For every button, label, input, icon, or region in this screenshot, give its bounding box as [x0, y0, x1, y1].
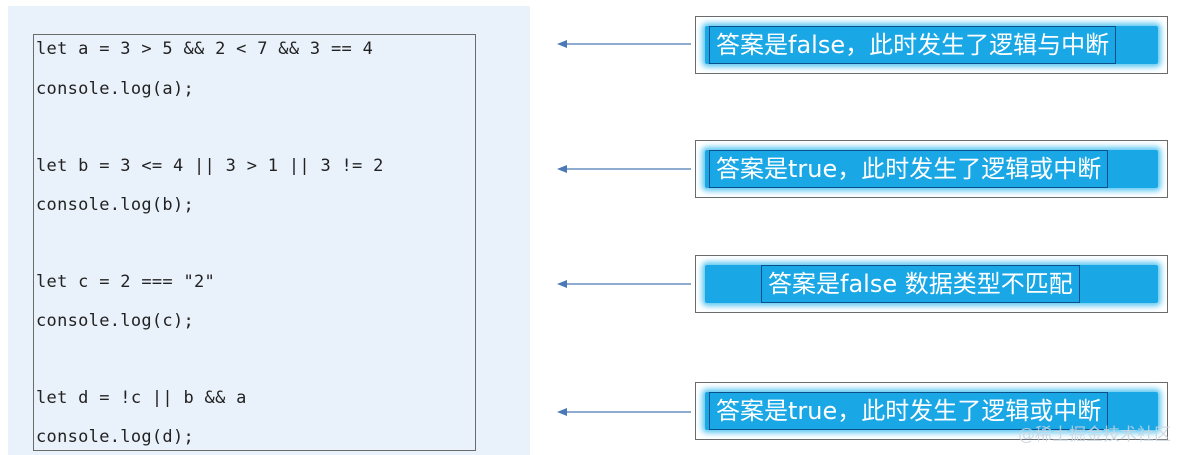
- arrow-1: [555, 38, 695, 50]
- code-line-log-b: console.log(b);: [36, 195, 195, 215]
- answer-text-c: 答案是false 数据类型不匹配: [761, 265, 1080, 303]
- arrow-4: [555, 406, 695, 418]
- answer-text-d: 答案是true，此时发生了逻辑或中断: [709, 392, 1109, 430]
- answer-highlight: 答案是false 数据类型不匹配: [705, 265, 1158, 303]
- code-line-let-b: let b = 3 <= 4 || 3 > 1 || 3 != 2: [36, 156, 384, 176]
- answer-box-a: 答案是false，此时发生了逻辑与中断: [695, 16, 1168, 74]
- arrow-3: [555, 278, 695, 290]
- arrow-2: [555, 163, 695, 175]
- code-line-let-a: let a = 3 > 5 && 2 < 7 && 3 == 4: [36, 39, 374, 59]
- answer-box-c: 答案是false 数据类型不匹配: [695, 255, 1168, 313]
- code-line-log-c: console.log(c);: [36, 311, 195, 331]
- code-line-log-a: console.log(a);: [36, 79, 195, 99]
- answer-highlight: 答案是false，此时发生了逻辑与中断: [705, 26, 1158, 64]
- code-line-log-d: console.log(d);: [36, 427, 195, 447]
- code-line-let-c: let c = 2 === "2": [36, 272, 216, 292]
- code-line-let-d: let d = !c || b && a: [36, 388, 247, 408]
- answer-highlight: 答案是true，此时发生了逻辑或中断: [705, 392, 1158, 430]
- answer-box-b: 答案是true，此时发生了逻辑或中断: [695, 140, 1168, 198]
- answer-box-d: 答案是true，此时发生了逻辑或中断: [695, 382, 1168, 440]
- answer-highlight: 答案是true，此时发生了逻辑或中断: [705, 150, 1158, 188]
- answer-text-b: 答案是true，此时发生了逻辑或中断: [709, 150, 1109, 188]
- answer-text-a: 答案是false，此时发生了逻辑与中断: [709, 26, 1117, 64]
- code-box: [33, 34, 476, 451]
- watermark: @稀土掘金技术社区: [1018, 425, 1171, 445]
